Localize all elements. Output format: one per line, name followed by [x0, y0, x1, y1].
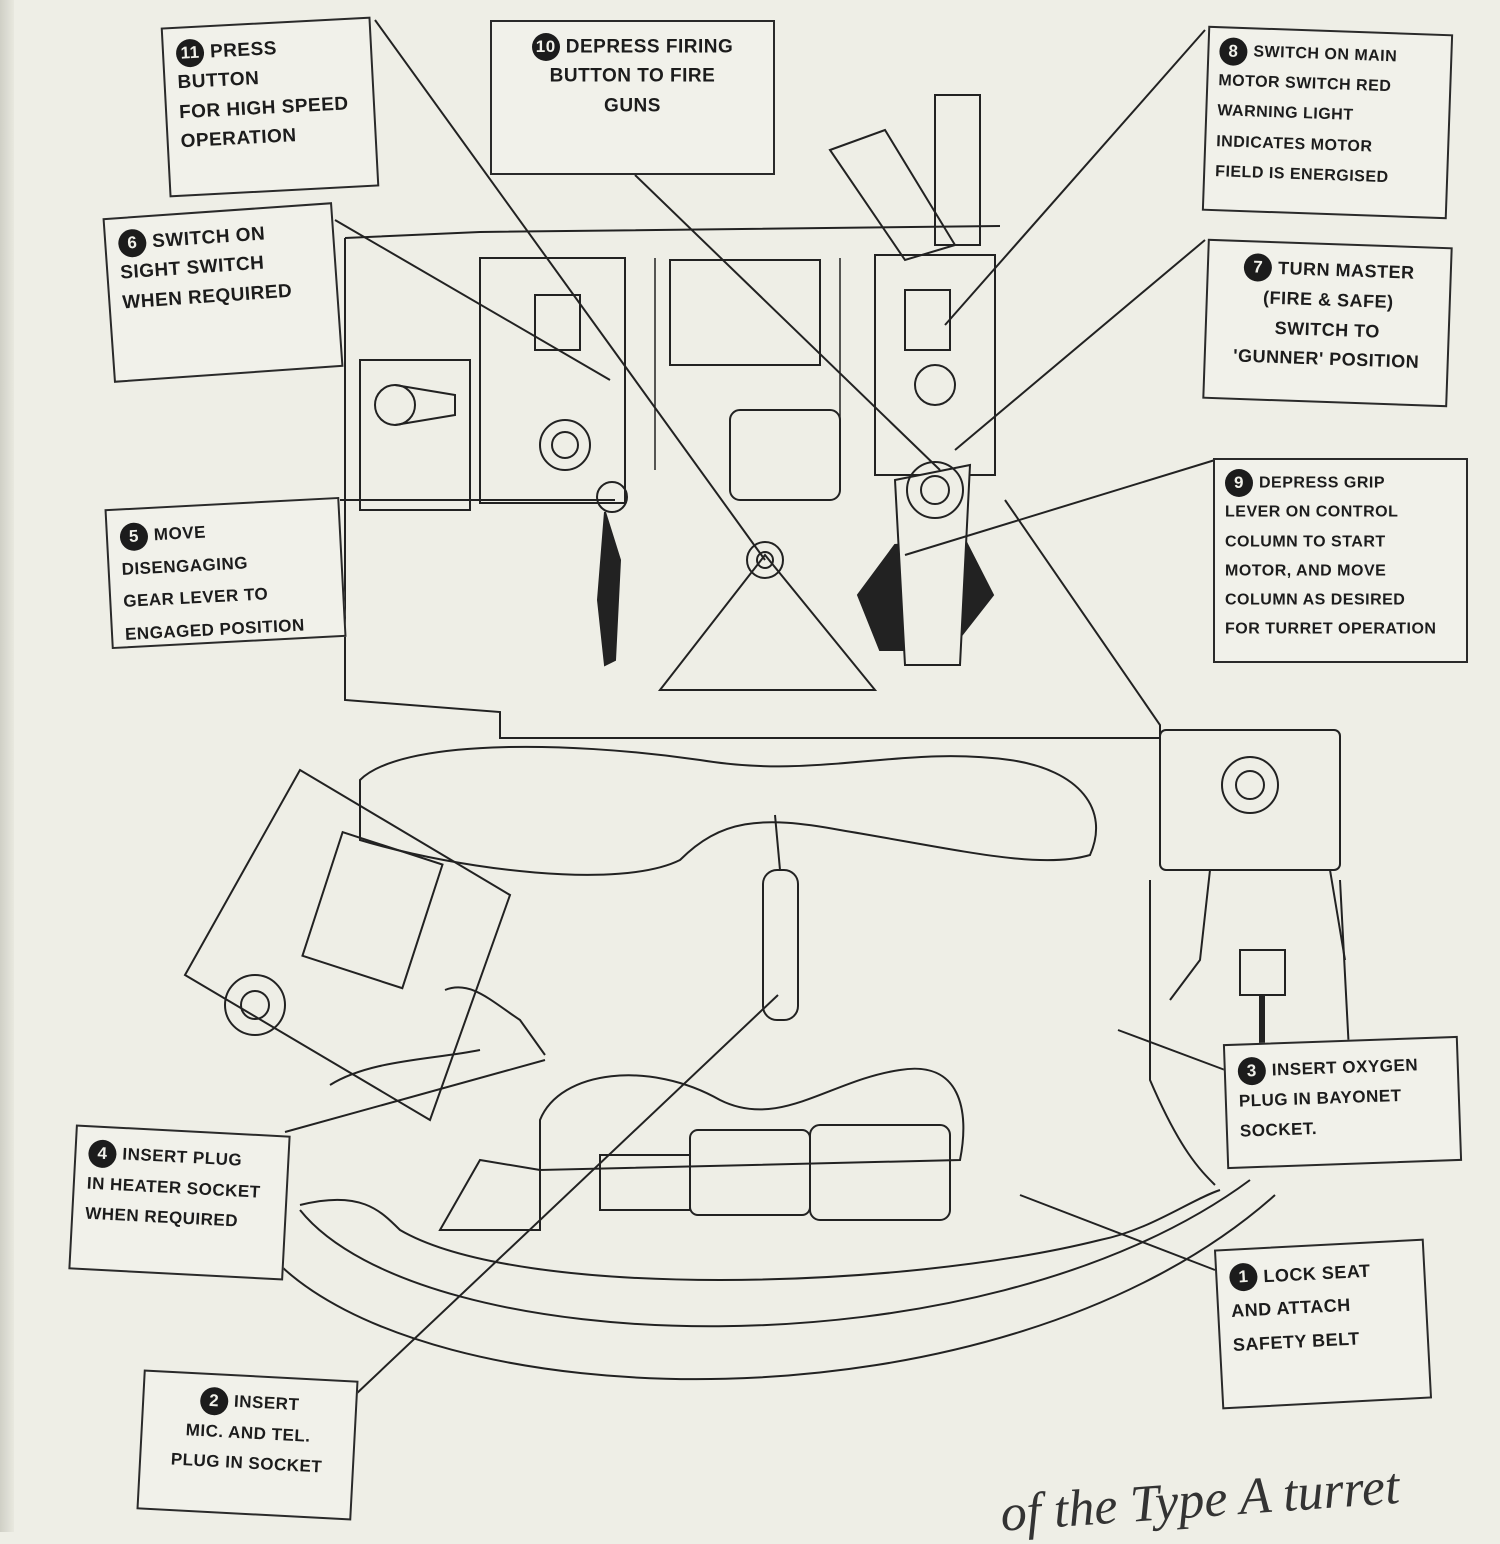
- callout-number: 1: [1228, 1262, 1259, 1293]
- oxygen-regulator: [1221, 756, 1279, 814]
- seat-backrest: [359, 745, 1098, 876]
- heater-cable: [329, 986, 546, 1086]
- left-gear: [374, 384, 416, 426]
- leader-1: [1019, 1194, 1216, 1271]
- callout-number: 3: [1237, 1056, 1267, 1086]
- mic-plug: [762, 869, 799, 1021]
- motor-switch: [904, 289, 951, 351]
- oxygen-regulator-inner: [1235, 770, 1265, 800]
- heater-panel: [183, 768, 512, 1122]
- control-column: [893, 463, 972, 666]
- sight-dial: [539, 419, 591, 471]
- seat-pan: [539, 1067, 965, 1172]
- leader-4: [284, 1059, 546, 1133]
- sight-dial-inner: [551, 431, 579, 459]
- panel-top-edge: [344, 225, 1001, 239]
- control-grip-inner: [920, 475, 950, 505]
- turret-ring-base: [269, 1194, 1276, 1381]
- panel-frame: [344, 238, 1161, 739]
- leader-3: [1117, 1029, 1226, 1071]
- safety-belt-buckle: [689, 1129, 811, 1216]
- left-gear-box: [359, 359, 471, 511]
- callout-text: DEPRESS GRIP LEVER ON CONTROL COLUMN TO …: [1225, 474, 1437, 638]
- belt-strap: [599, 1154, 691, 1211]
- bayonet-socket: [1239, 949, 1286, 996]
- turret-ring-inner: [299, 1189, 1221, 1281]
- oxygen-pipe: [1169, 869, 1346, 1001]
- callout-number: 10: [531, 32, 560, 61]
- callout-number: 8: [1218, 37, 1248, 67]
- gear-lever: [596, 511, 622, 667]
- heater-knob-inner: [240, 990, 270, 1020]
- leader-9: [904, 459, 1216, 556]
- seat-lock: [438, 1158, 541, 1231]
- leader-8: [944, 29, 1206, 326]
- callout-number: 5: [119, 521, 149, 551]
- right-frame: [1149, 879, 1351, 1186]
- heater-socket-block: [301, 830, 444, 990]
- callout-text: DEPRESS FIRING BUTTON TO FIRE GUNS: [549, 36, 734, 117]
- belt-strap-right: [809, 1124, 951, 1221]
- callout-number: 6: [117, 228, 148, 259]
- sight-switch-box: [479, 257, 626, 504]
- barrel-upper: [934, 94, 981, 246]
- callout-text: SWITCH ON MAIN MOTOR SWITCH RED WARNING …: [1214, 43, 1398, 187]
- heater-knob: [224, 974, 286, 1036]
- central-unit: [729, 409, 841, 501]
- oxygen-panel: [1159, 729, 1341, 871]
- lever-knob: [596, 481, 628, 513]
- central-panel: [669, 259, 821, 366]
- control-grip: [906, 461, 964, 519]
- callout-number: 11: [175, 38, 205, 68]
- callout-text: MOVE DISENGAGING GEAR LEVER TO ENGAGED P…: [121, 522, 306, 644]
- turret-ring-outer: [299, 1179, 1251, 1328]
- mic-lead: [774, 814, 781, 871]
- warning-light: [914, 364, 956, 406]
- callout-number: 2: [199, 1385, 229, 1416]
- barrel-lower: [828, 128, 957, 262]
- leader-6: [334, 219, 611, 381]
- leader-2: [354, 994, 779, 1396]
- leader-10: [634, 174, 941, 471]
- callout-text: INSERT MIC. AND TEL. PLUG IN SOCKET: [170, 1391, 323, 1477]
- page-edge: [0, 0, 14, 1532]
- callout-text: SWITCH ON SIGHT SWITCH WHEN REQUIRED: [119, 223, 293, 314]
- callout-number: 4: [87, 1138, 118, 1169]
- firing-button-inner: [756, 551, 774, 569]
- left-gear-belt: [394, 384, 456, 426]
- leader-lines: [284, 19, 1226, 1396]
- callout-number: 9: [1225, 468, 1253, 497]
- triangle-plate: [657, 553, 878, 691]
- leader-7: [954, 239, 1206, 451]
- firing-button: [746, 541, 784, 579]
- sight-switch: [534, 294, 581, 351]
- leader-11: [374, 19, 766, 561]
- callout-number: 7: [1243, 253, 1273, 283]
